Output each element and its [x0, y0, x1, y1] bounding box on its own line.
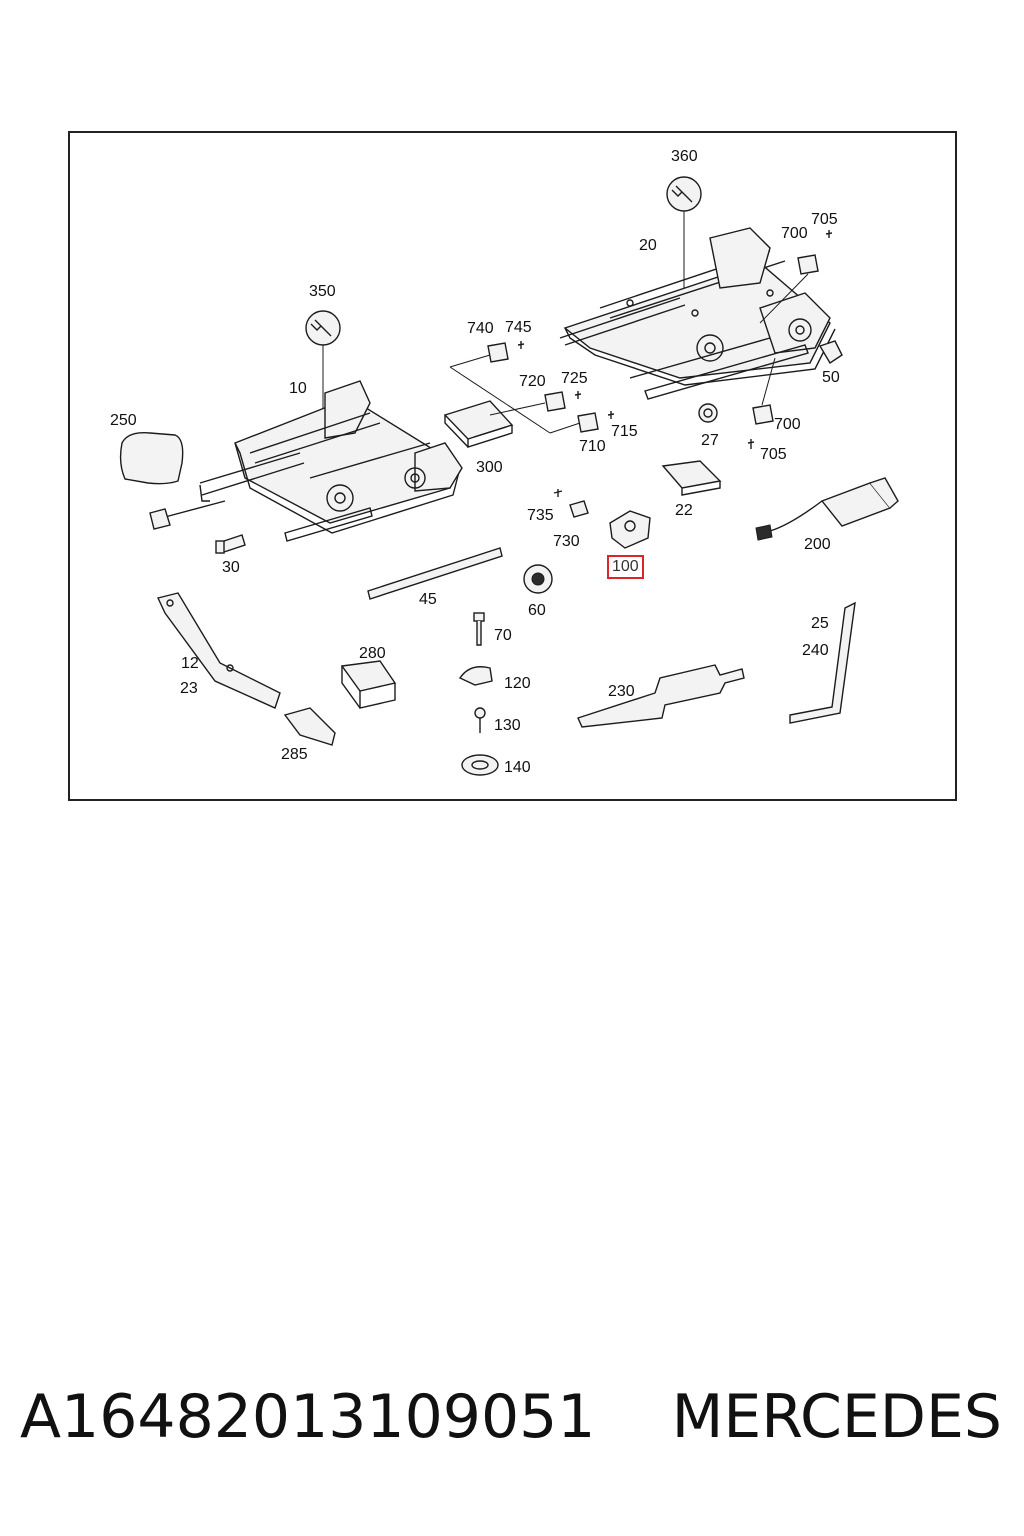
callout-60[interactable]: 60 [528, 602, 546, 619]
connector-700-top [759, 230, 833, 324]
callout-735[interactable]: 735 [527, 507, 554, 524]
callout-200[interactable]: 200 [804, 536, 831, 553]
pump-60 [523, 564, 553, 594]
callout-710[interactable]: 710 [579, 438, 606, 455]
callout-720[interactable]: 720 [519, 373, 546, 390]
callout-285[interactable]: 285 [281, 746, 308, 763]
callout-30[interactable]: 30 [222, 559, 240, 576]
switch-100 [553, 489, 651, 549]
callout-130[interactable]: 130 [494, 717, 521, 734]
callout-700-lower[interactable]: 700 [774, 416, 801, 433]
sensor-50 [818, 340, 843, 364]
seat-cushion-250 [119, 432, 226, 530]
motor-200 [755, 477, 899, 541]
seat-frame-left [199, 380, 463, 542]
rail-45 [367, 547, 503, 600]
callout-140[interactable]: 140 [504, 759, 531, 776]
control-unit-300 [443, 400, 514, 448]
callout-350[interactable]: 350 [309, 283, 336, 300]
parts-diagram: 360 20 700 705 350 740 745 50 10 720 725… [68, 131, 957, 801]
callout-22[interactable]: 22 [675, 502, 693, 519]
bolt-30 [215, 534, 246, 554]
screw-130 [474, 707, 486, 733]
callout-705[interactable]: 705 [811, 211, 838, 228]
exploded-view-drawing [119, 176, 899, 776]
callout-70[interactable]: 70 [494, 627, 512, 644]
cover-120 [458, 666, 493, 686]
callout-50[interactable]: 50 [822, 369, 840, 386]
connector-285 [283, 707, 336, 746]
callout-23[interactable]: 23 [180, 680, 198, 697]
rail-230 [577, 664, 745, 728]
callout-240[interactable]: 240 [802, 642, 829, 659]
bracket-25-240 [789, 601, 856, 724]
callout-45[interactable]: 45 [419, 591, 437, 608]
callout-25[interactable]: 25 [811, 615, 829, 632]
callout-300[interactable]: 300 [476, 459, 503, 476]
callout-730[interactable]: 730 [553, 533, 580, 550]
callout-20[interactable]: 20 [639, 237, 657, 254]
callout-120[interactable]: 120 [504, 675, 531, 692]
connector-leaders [449, 354, 581, 434]
caption-bar: A1648201310905​1 MERCEDES [0, 1382, 1024, 1472]
callout-230[interactable]: 230 [608, 683, 635, 700]
nut-27 [698, 403, 718, 423]
callout-12[interactable]: 12 [181, 655, 199, 672]
bracket-22 [661, 460, 722, 496]
callout-700[interactable]: 700 [781, 225, 808, 242]
connector-710 [577, 411, 615, 433]
connector-740 [487, 341, 525, 363]
callout-740[interactable]: 740 [467, 320, 494, 337]
brand-name: MERCEDES [671, 1382, 1002, 1452]
callout-250[interactable]: 250 [110, 412, 137, 429]
callout-10[interactable]: 10 [289, 380, 307, 397]
callout-745[interactable]: 745 [505, 319, 532, 336]
callout-715[interactable]: 715 [611, 423, 638, 440]
callout-27[interactable]: 27 [701, 432, 719, 449]
callout-705-lower[interactable]: 705 [760, 446, 787, 463]
callout-360[interactable]: 360 [671, 148, 698, 165]
wrench-icon [666, 176, 702, 303]
connector-700-bottom [747, 357, 776, 449]
seat-frame-right [559, 227, 836, 400]
callout-280[interactable]: 280 [359, 645, 386, 662]
connector-720 [544, 391, 582, 412]
callout-725[interactable]: 725 [561, 370, 588, 387]
bracket-280 [340, 660, 397, 709]
clip-140 [461, 754, 499, 776]
callout-100-highlighted[interactable]: 100 [607, 555, 644, 579]
part-number: A1648201310905​1 [20, 1382, 596, 1452]
bolt-70 [473, 612, 485, 646]
bracket-12-23 [157, 592, 281, 709]
